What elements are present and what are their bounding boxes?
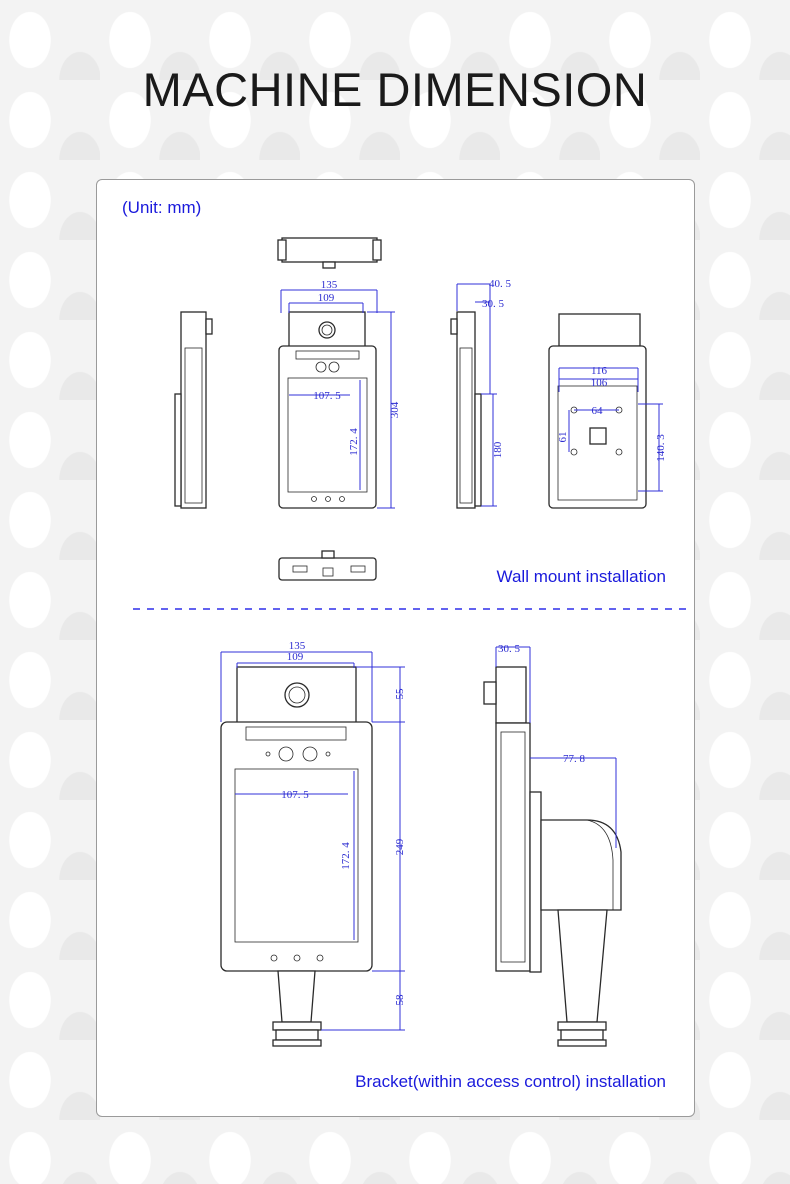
bracket-front-width-inner: 109 — [287, 651, 304, 663]
bracket-side-depth: 30. 5 — [498, 643, 521, 655]
wall-front-screen-height: 172. 4 — [348, 428, 360, 456]
bracket-front-screen-height: 172. 4 — [340, 842, 352, 870]
wall-front-width-outer: 135 — [321, 279, 338, 291]
bracket-side-view: 30. 5 77. 8 — [483, 643, 622, 1047]
bracket-front-width-outer: 135 — [289, 640, 306, 652]
wall-left-side-view — [174, 311, 213, 509]
bracket-side-bracket-depth: 77. 8 — [563, 753, 586, 765]
wall-side-height: 180 — [492, 441, 504, 458]
wall-top-view — [277, 237, 382, 269]
wall-right-side-view: 40. 5 30. 5 180 — [450, 278, 512, 509]
wall-back-width-inner: 106 — [591, 377, 608, 389]
wall-mount-caption: Wall mount installation — [497, 567, 666, 586]
unit-label: (Unit: mm) — [122, 198, 201, 217]
wall-front-view: 135 109 107. 5 172. 4 304 — [278, 279, 401, 509]
bracket-front-view: 135 109 107. 5 172. 4 55 249 58 — [220, 640, 406, 1047]
bracket-caption: Bracket(within access control) installat… — [355, 1072, 666, 1091]
wall-front-width-inner: 109 — [318, 292, 335, 304]
dimension-drawings: (Unit: mm) 135 109 107. 5 — [122, 198, 687, 1091]
page-title: MACHINE DIMENSION — [142, 63, 648, 116]
wall-side-depth-outer: 40. 5 — [489, 278, 512, 290]
bracket-front-height-top: 55 — [394, 688, 406, 700]
wall-back-height: 140. 3 — [655, 434, 667, 462]
wall-front-total-height: 304 — [389, 401, 401, 418]
bracket-front-screen-width: 107. 5 — [281, 789, 309, 801]
wall-back-hole-height: 61 — [557, 432, 569, 443]
wall-back-width-outer: 116 — [591, 365, 608, 377]
wall-side-depth-inner: 30. 5 — [482, 298, 505, 310]
bracket-front-height-middle: 249 — [394, 838, 406, 855]
dimension-panel: (Unit: mm) 135 109 107. 5 — [96, 179, 695, 1117]
wall-back-view: 116 106 64 61 140. 3 — [548, 313, 667, 509]
wall-front-screen-width: 107. 5 — [313, 390, 341, 402]
wall-bottom-view — [278, 550, 377, 581]
bracket-front-height-bottom: 58 — [394, 994, 406, 1006]
wall-back-hole-width: 64 — [592, 405, 604, 417]
